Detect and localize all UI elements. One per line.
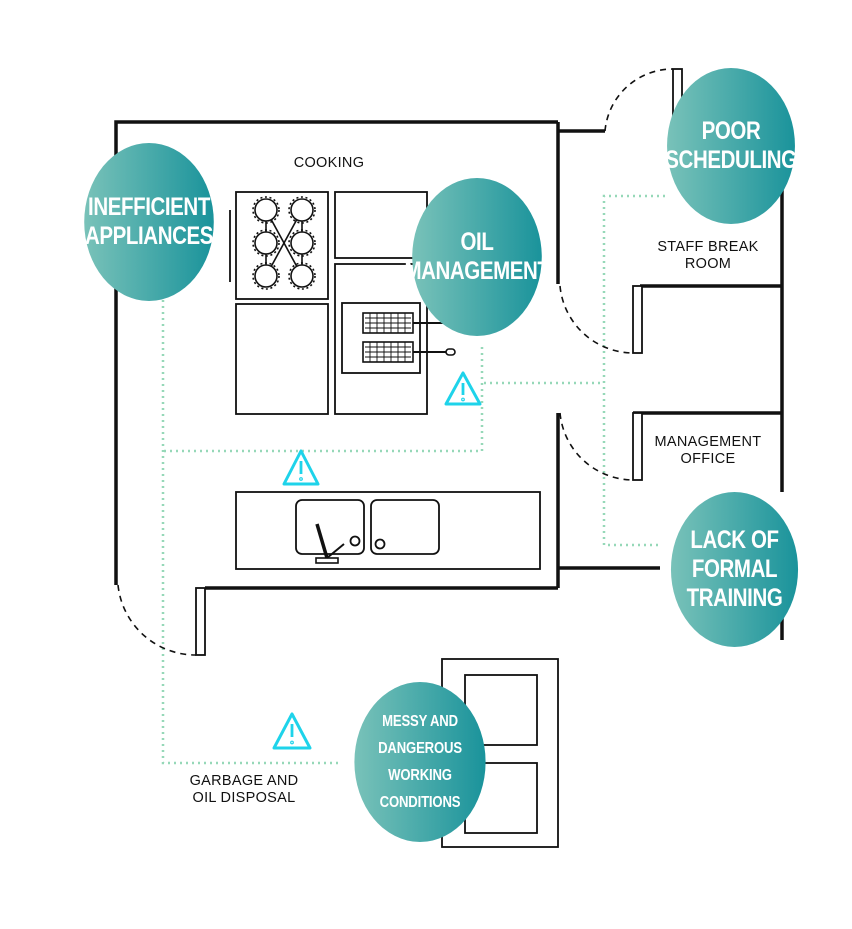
door-panel-exterior	[195, 587, 206, 656]
issue-messy-dangerous-conditions: MESSY AND DANGEROUS WORKING CONDITIONS	[354, 682, 486, 842]
kitchen-wall-west-north	[114, 120, 558, 585]
stove	[235, 191, 329, 300]
stove-burner-icon	[288, 196, 316, 224]
door-panel-break-room	[632, 285, 643, 354]
stove-burner-icon	[252, 196, 280, 224]
door-swings	[117, 68, 674, 656]
stove-burner-icon	[288, 229, 316, 257]
stove-burner-icon	[252, 262, 280, 290]
warning-icon	[444, 371, 482, 406]
connector-appliances	[161, 300, 340, 765]
connector-lines	[161, 194, 665, 765]
issue-oil-management: OIL MANAGEMENT	[404, 178, 550, 336]
label-staff-break-room: STAFF BREAK ROOM	[657, 239, 759, 272]
sink-basin-right	[370, 499, 440, 555]
appliances	[229, 191, 559, 848]
stove-burners	[252, 196, 316, 290]
issue-poor-scheduling: POOR SCHEDULING	[665, 68, 797, 224]
sink-basin-left	[295, 499, 365, 555]
issue-label: MESSY AND DANGEROUS WORKING CONDITIONS	[378, 713, 462, 811]
issue-label: INEFFICIENT APPLIANCES	[84, 193, 214, 250]
label-management-office: MANAGEMENT OFFICE	[654, 434, 762, 467]
fryer-basket-icon	[362, 341, 456, 363]
issue-label: POOR SCHEDULING	[665, 117, 797, 174]
door-swing-exterior	[117, 584, 197, 656]
door-panel-office	[632, 412, 643, 481]
door-swing-top	[604, 68, 674, 132]
connector-oil	[163, 347, 484, 453]
sink-faucet-icon	[315, 523, 345, 564]
drain-right	[374, 538, 386, 550]
issue-inefficient-appliances: INEFFICIENT APPLIANCES	[84, 143, 214, 301]
issue-label: OIL MANAGEMENT	[404, 228, 550, 285]
fryer	[341, 302, 421, 374]
door-swing-break-room	[559, 285, 634, 354]
burner-cross-b	[265, 209, 303, 277]
warning-icon	[272, 712, 312, 750]
stove-burner-icon	[288, 262, 316, 290]
door-swing-office	[559, 412, 634, 481]
connector-scheduling	[602, 194, 665, 547]
fryer-cabinet	[334, 263, 428, 415]
stove-burner-icon	[252, 229, 280, 257]
issue-label: LACK OF FORMAL TRAINING	[686, 526, 783, 612]
label-cooking: COOKING	[293, 155, 365, 171]
label-garbage-oil-disposal: GARBAGE AND OIL DISPOSAL	[189, 773, 299, 806]
issue-lack-of-formal-training: LACK OF FORMAL TRAINING	[670, 492, 799, 647]
warning-icon	[282, 449, 320, 486]
walls	[114, 120, 784, 640]
oven-cabinet	[235, 303, 329, 415]
drain-left	[349, 535, 361, 547]
sink-counter	[235, 491, 541, 570]
